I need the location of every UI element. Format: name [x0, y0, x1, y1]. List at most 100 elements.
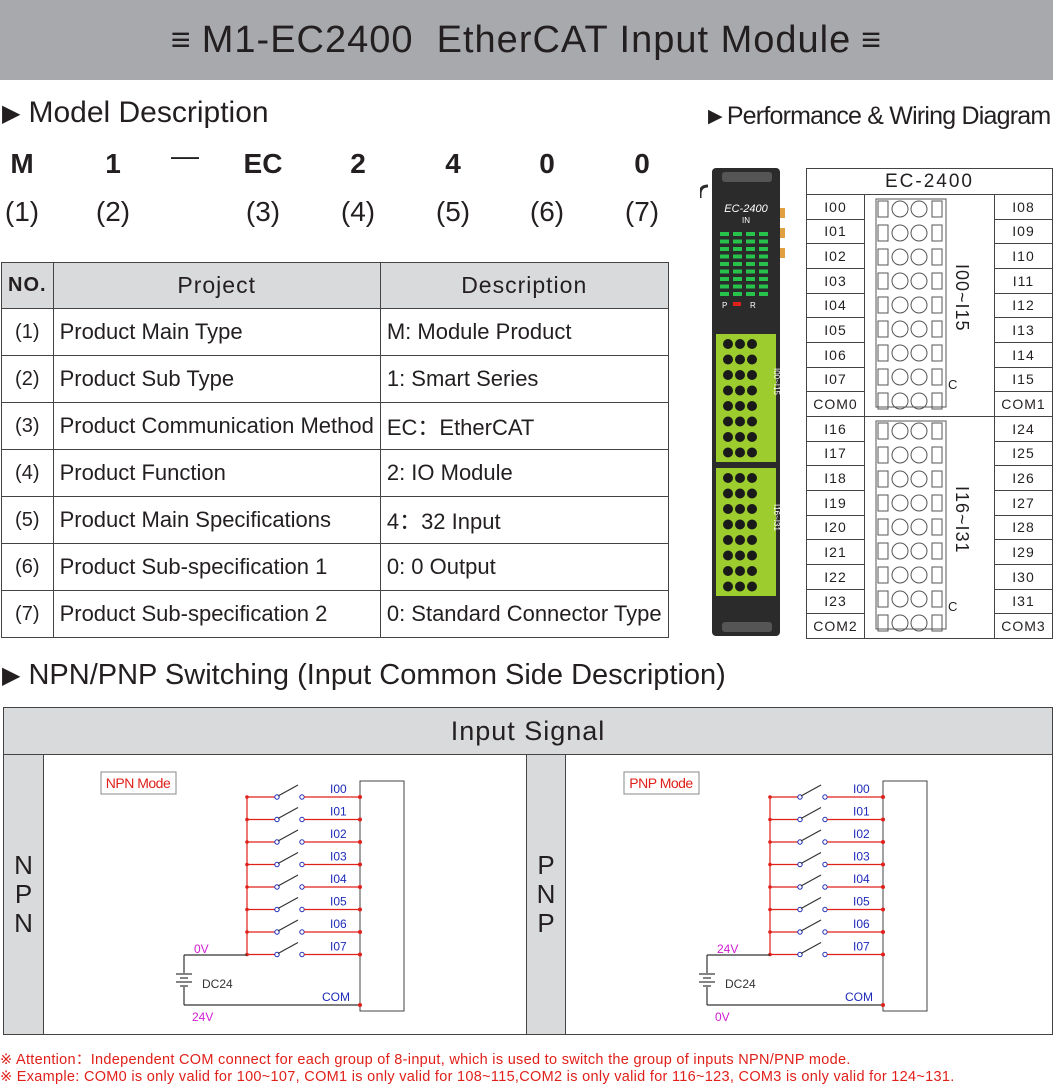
module-clip-icon	[700, 184, 709, 198]
svg-text:I00~I15: I00~I15	[952, 264, 972, 332]
status-led	[746, 232, 755, 236]
terminal-label: I18	[806, 465, 865, 491]
row-no: (3)	[1, 402, 54, 450]
svg-text:I07: I07	[330, 940, 347, 954]
svg-text:I01: I01	[853, 805, 870, 819]
svg-text:PNP Mode: PNP Mode	[629, 775, 693, 791]
terminal-hole	[747, 385, 757, 396]
model-description-title: Model Description	[28, 96, 269, 129]
terminal-label: I16	[806, 416, 865, 442]
terminal-hole	[735, 504, 745, 514]
terminal-hole	[735, 354, 745, 365]
terminal-hole	[747, 416, 757, 427]
module-illustration: EC-2400 IN P R I00~I15 I16~I31	[700, 168, 785, 636]
input-switch: I02	[768, 827, 885, 845]
status-led	[746, 247, 755, 251]
model-code-number: (2)	[95, 196, 131, 227]
status-led	[720, 232, 729, 236]
status-led	[720, 239, 729, 244]
terminal-label: I14	[994, 341, 1053, 368]
status-led	[759, 292, 768, 296]
status-led	[759, 239, 768, 244]
row-description: EC：EtherCAT	[379, 402, 669, 450]
status-led	[746, 277, 755, 281]
status-led	[759, 284, 768, 289]
table-header-row: NO. Project Description	[1, 262, 669, 309]
terminal-hole	[735, 432, 745, 442]
model-code-dash: —	[171, 140, 199, 171]
terminal-label: I21	[806, 539, 865, 565]
module-sub-label: IN	[742, 216, 750, 225]
terminal-hole	[747, 550, 757, 561]
module-top-clip	[722, 172, 772, 182]
svg-text:C: C	[948, 599, 958, 614]
row-no: (1)	[1, 308, 54, 356]
terminal-label: I30	[994, 563, 1053, 590]
terminal-label: I10	[994, 243, 1053, 269]
terminal-label: I01	[806, 218, 865, 245]
power-led-label: P	[722, 301, 727, 310]
svg-text:NPN Mode: NPN Mode	[106, 775, 171, 791]
svg-text:I00: I00	[330, 782, 347, 796]
model-description-table: NO. Project Description (1)Product Main …	[1, 262, 669, 638]
terminal-hole	[735, 535, 745, 545]
svg-text:I01: I01	[330, 805, 347, 819]
status-led	[746, 284, 755, 289]
module-label: EC-2400	[724, 203, 768, 215]
row-project: Product Function	[52, 449, 381, 497]
terminal-hole	[723, 401, 733, 411]
row-description: 2: IO Module	[379, 449, 669, 497]
status-led	[720, 247, 729, 251]
terminal-hole	[747, 504, 757, 514]
input-switch: I04	[245, 872, 362, 890]
wiring-title-cell: EC-2400	[806, 168, 1053, 195]
terminal-label: I24	[994, 416, 1053, 442]
model-code-char: 4	[445, 148, 461, 179]
row-description: 4：32 Input	[379, 496, 669, 544]
model-code-char: M	[10, 148, 34, 179]
status-led	[733, 262, 742, 266]
svg-text:I05: I05	[853, 895, 870, 909]
input-module-box	[882, 780, 928, 1012]
model-code-char: 2	[350, 148, 366, 179]
row-no: (4)	[1, 449, 54, 497]
svg-text:I03: I03	[330, 850, 347, 864]
switching-title: NPN/PNP Switching (Input Common Side Des…	[28, 659, 726, 691]
module-side-pin	[780, 208, 785, 218]
terminal-hole	[735, 447, 745, 458]
terminal-hole	[735, 488, 745, 499]
terminal-holes	[723, 339, 757, 592]
input-switch: I00	[245, 782, 362, 800]
row-project: Product Sub-specification 1	[52, 543, 381, 591]
input-switch: I01	[245, 805, 362, 823]
terminal-label: I11	[994, 267, 1053, 294]
model-code-number-row: (1) (2) (3) (4) (5) (6) (7)	[0, 196, 668, 232]
terminal-label: I25	[994, 440, 1053, 467]
svg-text:I00: I00	[853, 782, 870, 796]
status-led	[733, 239, 742, 244]
status-led	[720, 284, 729, 289]
terminal-label: I12	[994, 292, 1053, 319]
terminal-hole	[747, 432, 757, 442]
bottom-voltage-label: 0V	[715, 1010, 730, 1024]
terminal-hole	[735, 519, 745, 530]
model-code-char: EC	[243, 148, 283, 179]
row-description: 0: Standard Connector Type	[379, 590, 669, 638]
svg-text:I04: I04	[853, 872, 870, 886]
row-no: (5)	[1, 496, 54, 544]
terminal-label: COM3	[994, 613, 1053, 639]
status-led	[759, 277, 768, 281]
terminal-hole	[747, 473, 757, 483]
svg-text:I06: I06	[330, 917, 347, 931]
model-code-char: 0	[634, 148, 650, 179]
terminal-hole	[723, 535, 733, 545]
